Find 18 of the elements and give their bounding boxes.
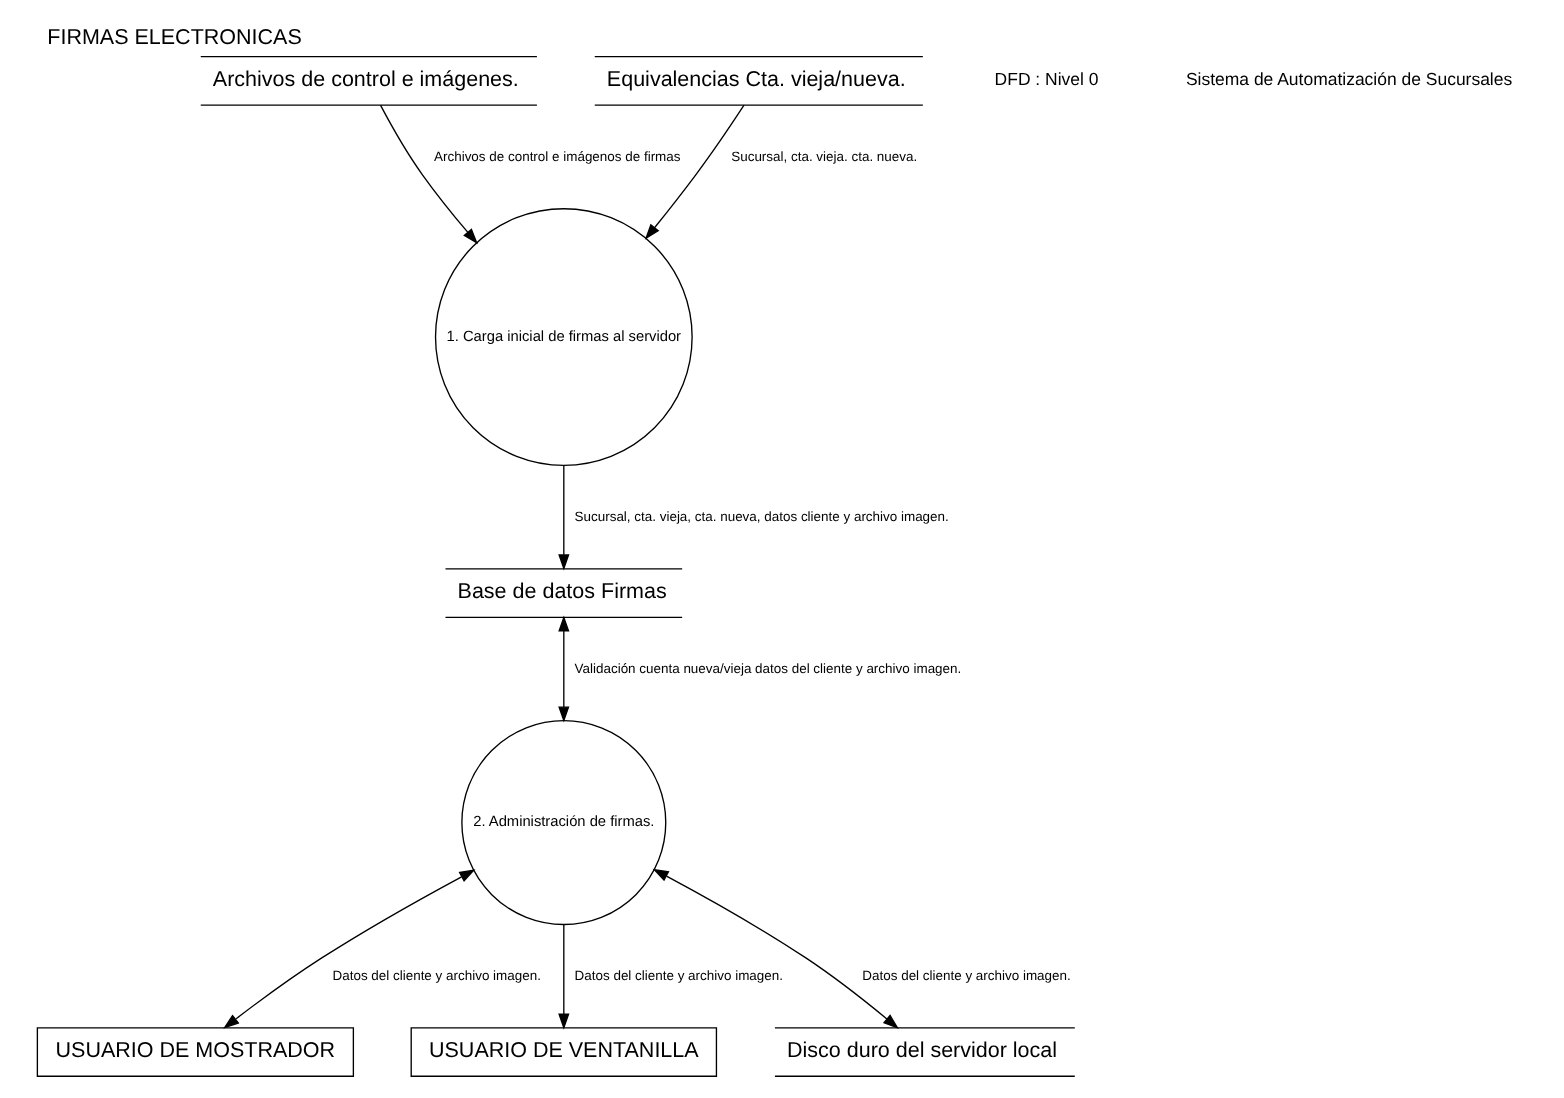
label: DFD : Nivel 0	[993, 69, 1098, 90]
arrow	[378, 104, 477, 245]
diagram-title: FIRMAS ELECTRONICAS	[46, 26, 301, 51]
node-text: Base de datos Firmas	[456, 580, 666, 605]
node-circle: 2. Administración de firmas.	[460, 720, 666, 926]
node-text: Disco duro del servidor local	[786, 1039, 1057, 1064]
label: Sistema de Automatización de Sucursales	[1184, 69, 1512, 90]
arrow	[651, 868, 898, 1029]
arrow	[643, 104, 744, 240]
arrow	[557, 924, 569, 1030]
node-box: USUARIO DE MOSTRADOR	[35, 1027, 354, 1077]
node-box: USUARIO DE VENTANILLA	[409, 1027, 717, 1077]
arrow	[557, 464, 569, 571]
node-text: Equivalencias Cta. vieja/nueva.	[605, 68, 905, 93]
arrow	[557, 615, 569, 723]
node-circle: 1. Carga inicial de firmas al servidor	[433, 208, 692, 466]
arrow	[222, 869, 475, 1029]
node-text: Archivos de control e imágenes.	[211, 68, 518, 93]
